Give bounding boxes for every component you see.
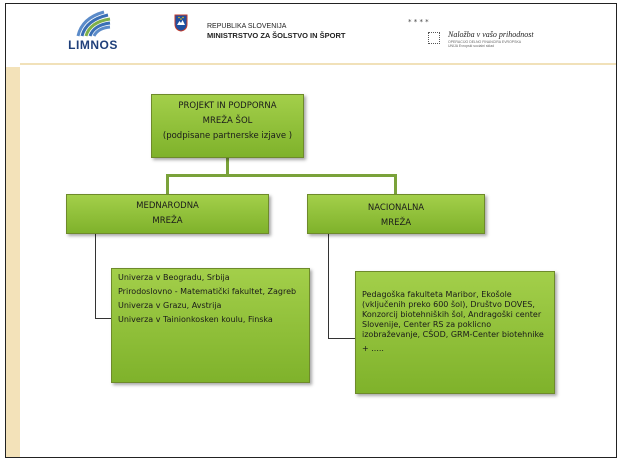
eu-logo: * * * * Naložba v vašo prihodnost OPERAC… [408,18,538,48]
ministry-republic: REPUBLIKA SLOVENIJA [207,23,287,30]
root-node-line1: PROJEKT IN PODPORNA [178,101,277,111]
national-node-line1: NACIONALNA [367,203,425,213]
header-divider [20,63,616,65]
list-item: Univerza v Grazu, Avstrija [118,301,222,310]
root-node-line3: (podpisane partnerske izjave ) [162,131,293,141]
ministry-title: MINISTRSTVO ZA ŠOLSTVO IN ŠPORT [207,31,346,40]
list-item: + ..... [362,344,384,353]
international-node-line2: MREŽA [152,216,183,226]
international-node-line1: MEDNARODNA [136,201,199,211]
left-branch-stem [166,174,169,195]
eu-flag-icon [428,32,440,44]
root-stem [226,158,229,176]
national-node-line2: MREŽA [380,218,412,228]
limnos-logo-text: LIMNOS [68,38,118,52]
national-members-list: Pedagoška fakulteta Maribor, Ekošole (vk… [355,271,555,394]
limnos-logo: LIMNOS [64,8,122,56]
eu-subtext: OPERACIJO DELNO FINANCIRA EVROPSKA UNIJA… [448,40,521,48]
root-node: PROJEKT IN PODPORNA MREŽA ŠOL (podpisane… [151,94,304,158]
right-list-connector [328,234,356,339]
left-list-connector [95,234,112,319]
left-accent-stripe [6,67,20,457]
international-members-list: Univerza v Beogradu, Srbija Prirodoslovn… [111,268,310,383]
list-item: Univerza v Beogradu, Srbija [118,273,230,282]
limnos-waves-icon [76,10,111,37]
list-item: Pedagoška fakulteta Maribor, Ekošole (vk… [362,290,544,339]
slovenia-crest-icon [174,14,188,32]
root-node-line2: MREŽA ŠOL [202,116,253,126]
eu-stars-icon: * * * * [408,18,429,26]
ministry-name: REPUBLIKA SLOVENIJA MINISTRSTVO ZA ŠOLST… [207,22,345,40]
international-network-node: MEDNARODNA MREŽA [66,194,269,234]
list-item: Prirodoslovno - Matematički fakultet, Za… [118,287,297,296]
right-branch-stem [394,174,397,195]
national-network-node: NACIONALNA MREŽA [307,194,485,234]
branch-horizontal [166,174,397,177]
list-item: Univerza v Tainionkosken koulu, Finska [118,315,273,324]
eu-slogan: Naložba v vašo prihodnost [448,30,534,39]
